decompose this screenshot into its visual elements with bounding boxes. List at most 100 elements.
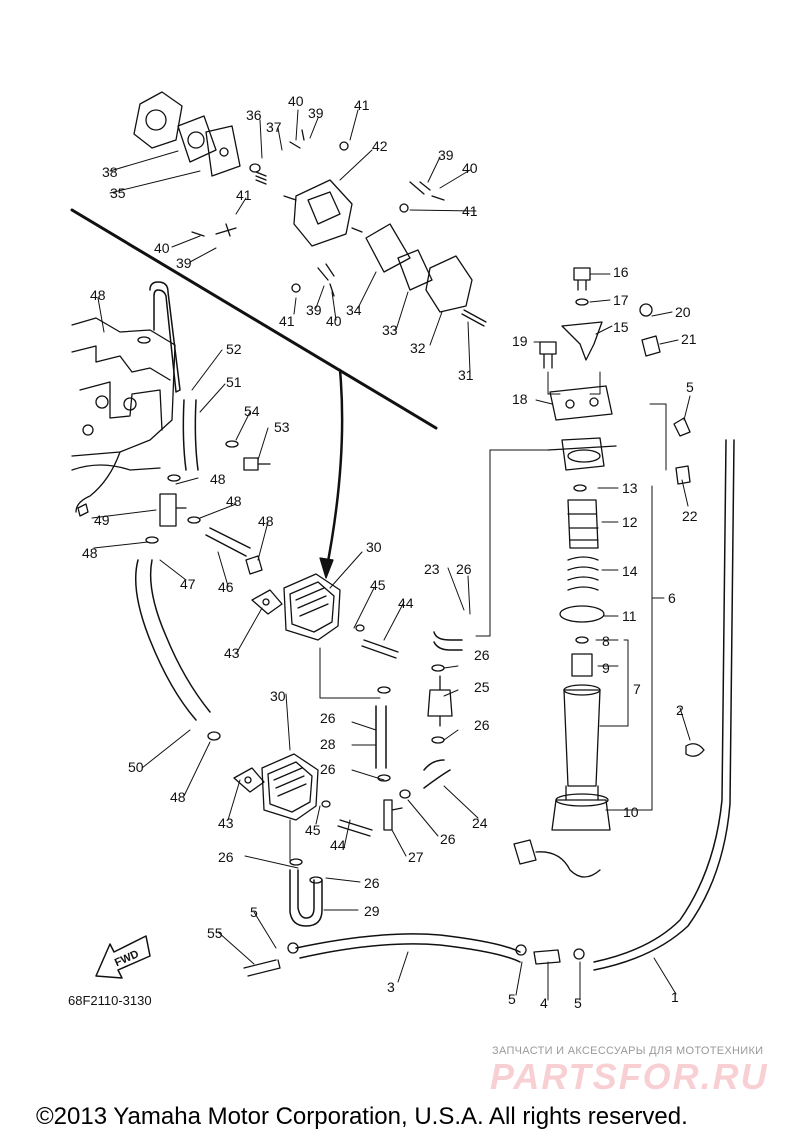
callout-39: 39 [176, 255, 192, 271]
part-53-bolt [243, 457, 271, 471]
callout-10: 10 [623, 804, 639, 820]
part-35-plate [177, 115, 217, 163]
callout-45: 45 [305, 822, 321, 838]
part-31-screw [461, 309, 487, 327]
callout-8: 8 [602, 633, 610, 649]
callout-24: 24 [472, 815, 488, 831]
engine-block-outline [71, 317, 176, 513]
part-10-nut [551, 799, 611, 831]
callout-45: 45 [370, 577, 386, 593]
callout-36: 36 [246, 107, 262, 123]
callout-39: 39 [308, 105, 324, 121]
callout-42: 42 [372, 138, 388, 154]
part-13-oring [573, 484, 587, 492]
callout-5: 5 [250, 904, 258, 920]
fuel-filter-assembly [243, 267, 705, 977]
callout-32: 32 [410, 340, 426, 356]
callout-51: 51 [226, 374, 242, 390]
callout-5: 5 [508, 991, 516, 1007]
callout-29: 29 [364, 903, 380, 919]
part-16-bolt [573, 267, 591, 291]
callout-54: 54 [244, 403, 260, 419]
callout-41: 41 [354, 97, 370, 113]
callout-38: 38 [102, 164, 118, 180]
part-37-spring [255, 171, 267, 185]
callout-26: 26 [364, 875, 380, 891]
hoses [134, 281, 735, 971]
callout-26: 26 [474, 717, 490, 733]
callout-39: 39 [306, 302, 322, 318]
callout-40: 40 [154, 240, 170, 256]
callout-26: 26 [456, 561, 472, 577]
part-14-spring [567, 556, 599, 591]
detail-pointer-arrow-head [319, 557, 334, 579]
callout-48: 48 [90, 287, 106, 303]
sensor-connector [513, 839, 601, 878]
callout-39: 39 [438, 147, 454, 163]
callout-41: 41 [462, 203, 478, 219]
callout-22: 22 [682, 508, 698, 524]
small-parts [77, 336, 453, 884]
callout-1: 1 [671, 989, 679, 1005]
callout-41: 41 [236, 187, 252, 203]
callout-19: 19 [512, 333, 528, 349]
part-22-plug [675, 465, 691, 485]
callout-40: 40 [288, 93, 304, 109]
part-11-oring [559, 605, 605, 623]
watermark-tagline: ЗАПЧАСТИ И АКСЕССУАРЫ ДЛЯ МОТОТЕХНИКИ [492, 1045, 764, 1057]
hose-24 [423, 759, 451, 789]
filter-head [547, 437, 617, 471]
callout-11: 11 [622, 608, 637, 624]
hose-3 [295, 933, 521, 963]
callout-26: 26 [320, 710, 336, 726]
callout-30: 30 [270, 688, 286, 704]
callout-13: 13 [622, 480, 638, 496]
callout-7: 7 [633, 681, 641, 697]
fuel-pump-30-upper [251, 573, 399, 659]
callout-26: 26 [320, 761, 336, 777]
callout-6: 6 [668, 590, 676, 606]
callout-17: 17 [613, 292, 629, 308]
callout-20: 20 [675, 304, 691, 320]
fuel-pump-30-lower [233, 753, 373, 837]
part-15-bracket [561, 321, 603, 361]
part-20-fitting [639, 303, 653, 317]
part-19-bolt [539, 341, 557, 369]
part-42-pump-body [293, 179, 353, 247]
callout-25: 25 [474, 679, 490, 695]
part-43-gasket-lower [233, 767, 265, 793]
callout-40: 40 [326, 313, 342, 329]
pipe-46 [205, 527, 251, 557]
part-27-tee [383, 799, 403, 831]
part-34-diaphragm [365, 223, 411, 273]
callout-18: 18 [512, 391, 528, 407]
callout-48: 48 [82, 545, 98, 561]
callout-33: 33 [382, 322, 398, 338]
part-43-gasket-upper [251, 589, 283, 615]
callout-37: 37 [266, 119, 282, 135]
part-38-gasket [133, 91, 183, 149]
callout-52: 52 [226, 341, 242, 357]
callout-34: 34 [346, 302, 362, 318]
part-18-bracket [549, 385, 613, 421]
leader-lines [91, 109, 691, 1001]
callout-47: 47 [180, 576, 196, 592]
callout-5: 5 [686, 379, 694, 395]
callout-30: 30 [366, 539, 382, 555]
hose-28 [375, 705, 387, 769]
callout-4: 4 [540, 995, 548, 1011]
part-5-clip-top [673, 417, 691, 437]
part-9-body [571, 653, 593, 677]
callout-40: 40 [462, 160, 478, 176]
part-25-check-valve [427, 689, 453, 717]
part-35-cover [205, 125, 241, 177]
part-55-fitting [243, 959, 281, 977]
callout-35: 35 [110, 185, 126, 201]
callout-3: 3 [387, 979, 395, 995]
callout-26: 26 [474, 647, 490, 663]
part-4-connector [533, 949, 561, 965]
detail-pointer-arrow [324, 368, 344, 574]
callout-48: 48 [210, 471, 226, 487]
hose-51 [182, 399, 199, 471]
